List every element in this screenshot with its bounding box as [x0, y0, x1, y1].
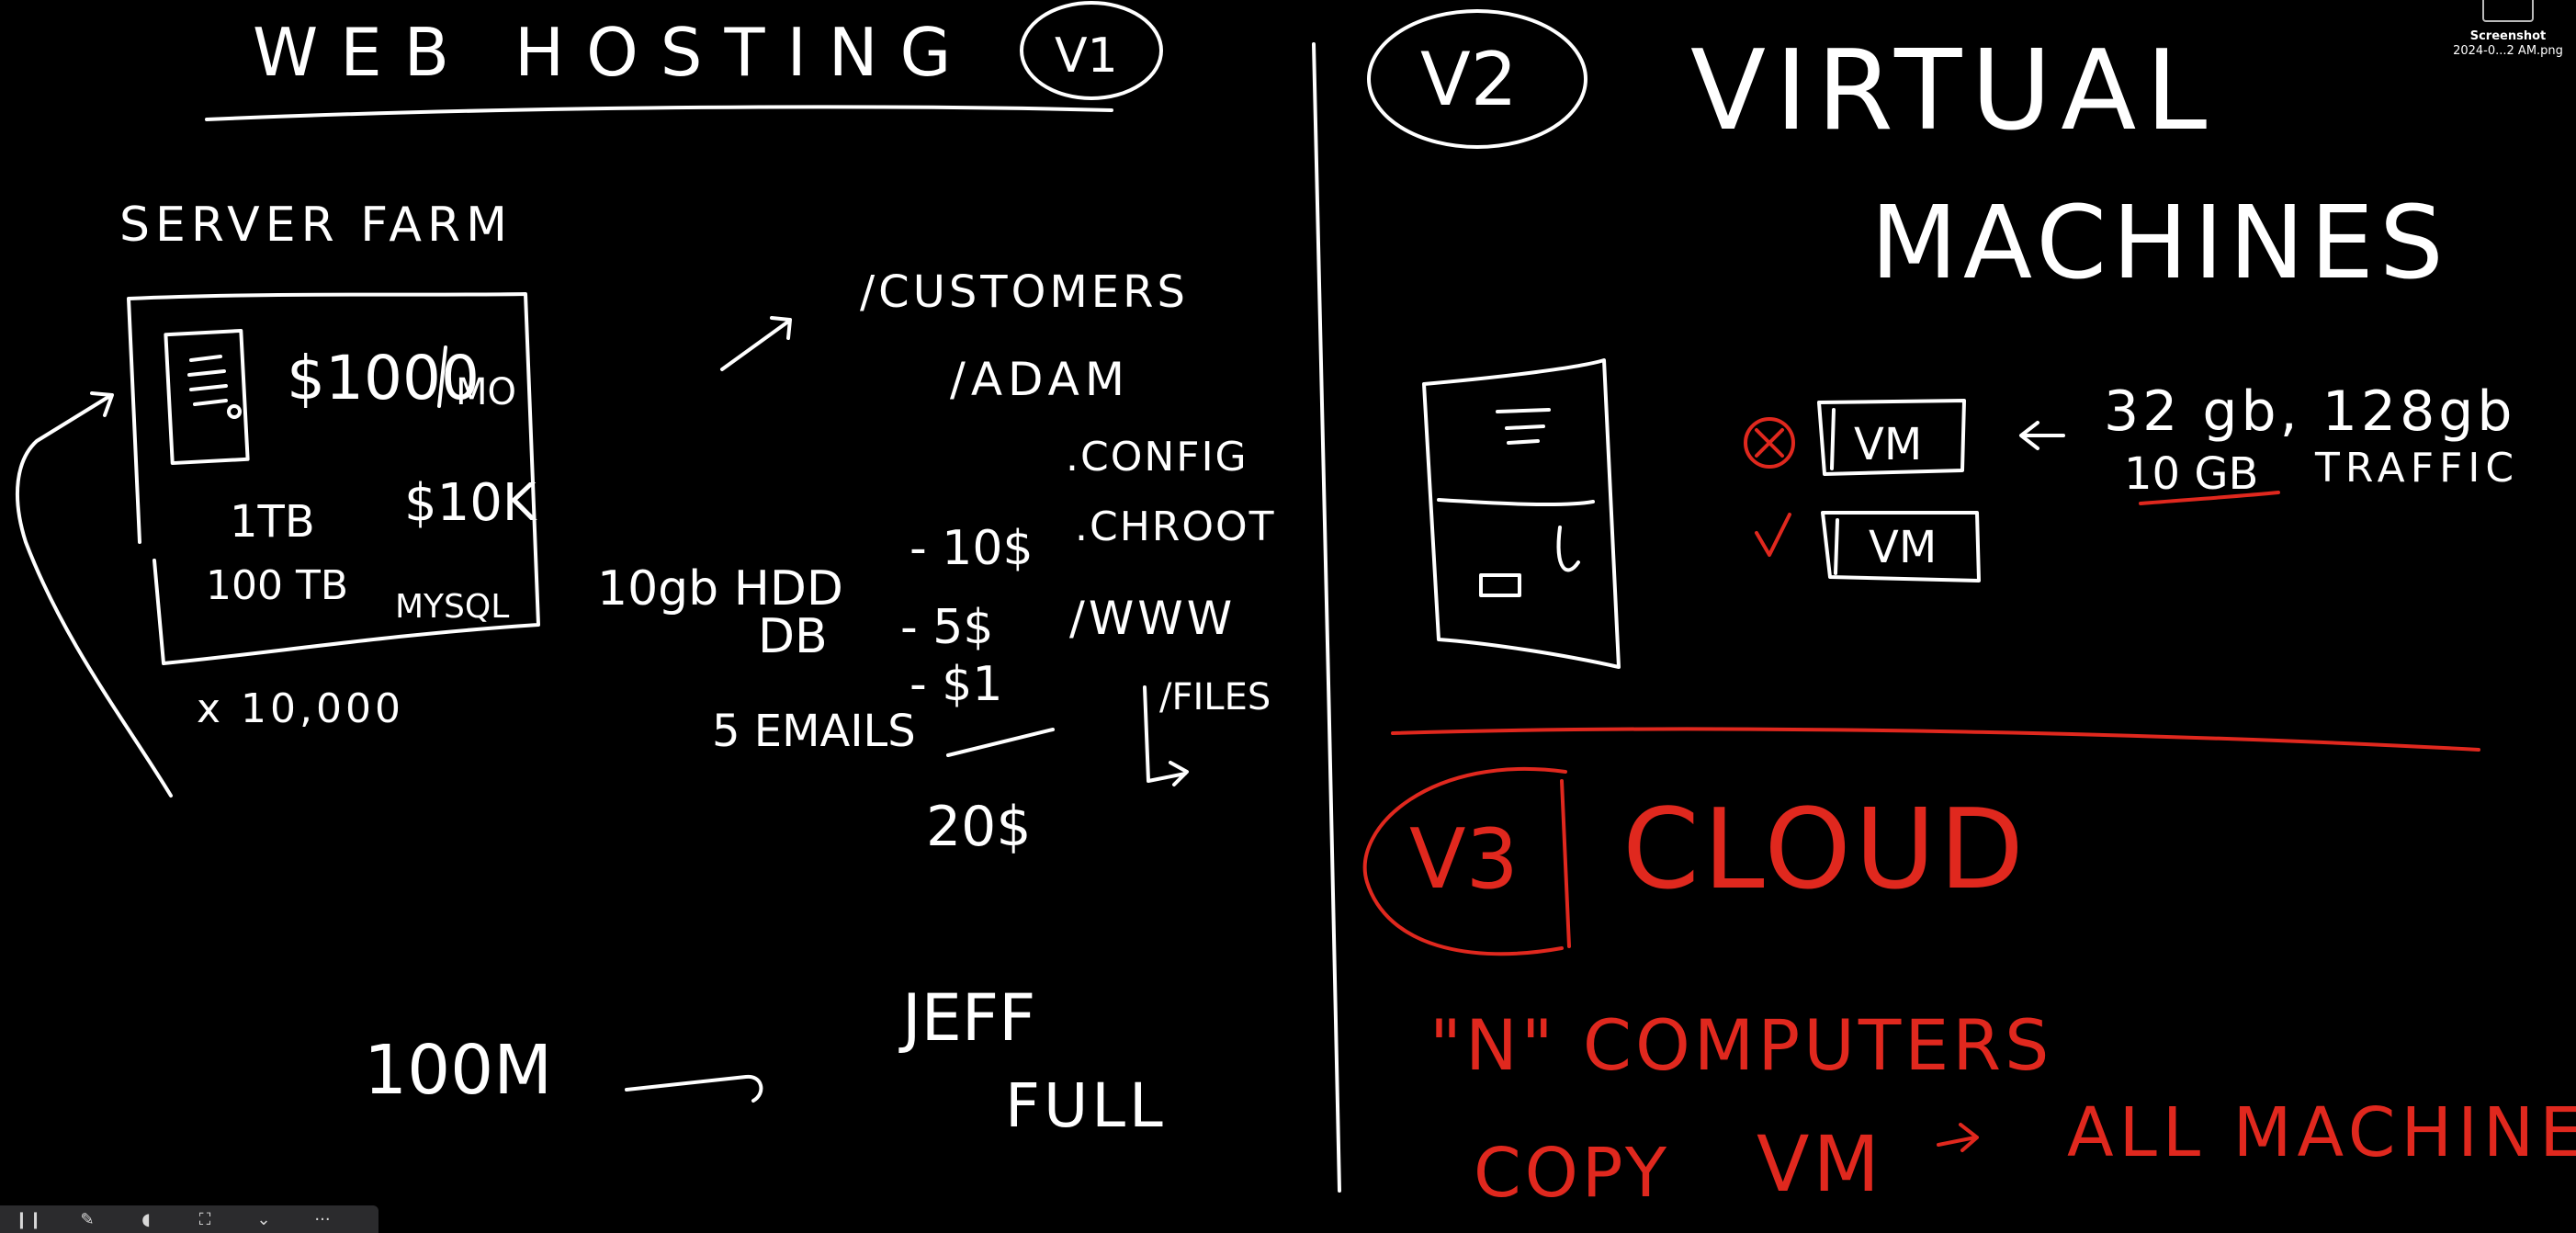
- vm-box-1: [1817, 399, 1966, 476]
- plan-total: 20$: [926, 795, 1032, 859]
- file-thumbnail-icon: [2482, 0, 2534, 22]
- server-icon-lines: [187, 355, 228, 406]
- mouse-icon[interactable]: ◖: [141, 1209, 151, 1229]
- vm-accepted-check-icon: [1755, 513, 1791, 557]
- path-customers: /CUSTOMERS: [860, 266, 1189, 318]
- v1-storage-1tb: 1TB: [230, 496, 315, 548]
- path-adam: /ADAM: [950, 353, 1130, 406]
- server-farm-box: [127, 292, 540, 665]
- vm-traffic-word: TRAFFIC: [2314, 445, 2519, 492]
- v1-badge-circle: [1020, 1, 1163, 100]
- section-divider: [1312, 42, 1341, 1193]
- v1-per-month: MO: [456, 371, 516, 413]
- server-farm-label: SERVER FARM: [119, 198, 513, 253]
- users-arrow: [625, 1074, 763, 1103]
- v1-price: $1000: [287, 343, 480, 413]
- v1-title: WEB HOSTING: [253, 14, 973, 91]
- v1-mysql: MYSQL: [395, 588, 509, 626]
- server-cabinet-shelf: [1437, 498, 1595, 507]
- v1-price-divider: [437, 345, 447, 408]
- vm-rejected-mark: [1744, 417, 1795, 469]
- plan-hdd: 10gb HDD: [597, 561, 843, 616]
- pause-icon[interactable]: ❙❙: [14, 1209, 43, 1229]
- pen-icon[interactable]: ✎: [80, 1209, 95, 1229]
- vm-label-1: VM: [1854, 419, 1922, 470]
- v3-divider-line: [1391, 727, 2480, 752]
- v3-badge-circle: [1362, 766, 1571, 956]
- server-icon: [164, 328, 250, 466]
- more-icon[interactable]: ···: [314, 1209, 331, 1229]
- plan-db: DB: [758, 609, 828, 664]
- customers-arrow: [720, 316, 792, 371]
- chroot-file: .CHROOT: [1075, 503, 1276, 550]
- file-name: Screenshot: [2469, 29, 2547, 43]
- vm-label-2: VM: [1869, 522, 1937, 573]
- plan-emails-price: - $1: [910, 657, 1002, 712]
- vm-box-2: [1821, 511, 1981, 583]
- plan-sum-line: [946, 728, 1055, 757]
- www-folder: /WWW: [1069, 592, 1236, 645]
- v2-badge-circle: [1367, 9, 1587, 149]
- v3-arrow: [1937, 1123, 1979, 1152]
- v3-copy: COPY: [1474, 1134, 1670, 1213]
- jeff-label: JEFF: [898, 980, 1035, 1056]
- vm-rejected-x-icon: [1755, 428, 1784, 458]
- files-bracket: [1143, 685, 1189, 786]
- v1-storage-100tb: 100 TB: [206, 562, 348, 609]
- v3-computers: "N" COMPUTERS: [1429, 1004, 2052, 1086]
- plan-emails: 5 EMAILS: [712, 706, 916, 757]
- v3-all-machines: ALL MACHINES: [2067, 1093, 2576, 1172]
- v1-badge: V1: [1055, 28, 1118, 84]
- plan-hdd-price: - 10$: [910, 521, 1034, 576]
- v1-title-underline: [205, 105, 1113, 121]
- annotation-toolbar: ❙❙ ✎ ◖ ⛶ ⌄ ···: [0, 1205, 378, 1233]
- server-cabinet-vents: [1496, 408, 1551, 445]
- v3-vm: VM: [1757, 1119, 1883, 1209]
- server-cabinet: [1422, 358, 1621, 669]
- server-icon-led: [227, 404, 242, 419]
- users-count: 100M: [364, 1031, 552, 1110]
- screenshot-icon[interactable]: ⛶: [198, 1209, 211, 1229]
- v3-badge: V3: [1409, 811, 1519, 908]
- server-cabinet-knob: [1556, 526, 1580, 572]
- server-farm-arrow: [16, 391, 173, 797]
- plan-db-price: - 5$: [900, 600, 993, 655]
- files-folder: /FILES: [1159, 676, 1271, 718]
- file-subtitle: 2024-0...2 AM.png: [2453, 44, 2563, 58]
- vm-traffic-amount: 10 GB: [2124, 448, 2258, 500]
- v1-cost-10k: $10K: [404, 473, 537, 533]
- vm-traffic-underline: [2139, 491, 2280, 505]
- server-cabinet-drive: [1479, 573, 1521, 597]
- v2-title-line1: VIRTUAL: [1690, 28, 2216, 155]
- config-file: .CONFIG: [1066, 434, 1248, 481]
- v2-badge: V2: [1420, 37, 1518, 122]
- screenshot-file[interactable]: Screenshot 2024-0...2 AM.png: [2453, 0, 2563, 59]
- v3-title: CLOUD: [1622, 786, 2028, 914]
- v2-title-line2: MACHINES: [1870, 184, 2449, 301]
- full-label: FULL: [1005, 1070, 1167, 1141]
- chevron-down-icon[interactable]: ⌄: [256, 1209, 271, 1229]
- vm-specs: 32 gb, 128gb: [2104, 379, 2515, 444]
- vm-specs-arrow: [2019, 421, 2065, 450]
- v1-multiplier: x 10,000: [197, 685, 404, 732]
